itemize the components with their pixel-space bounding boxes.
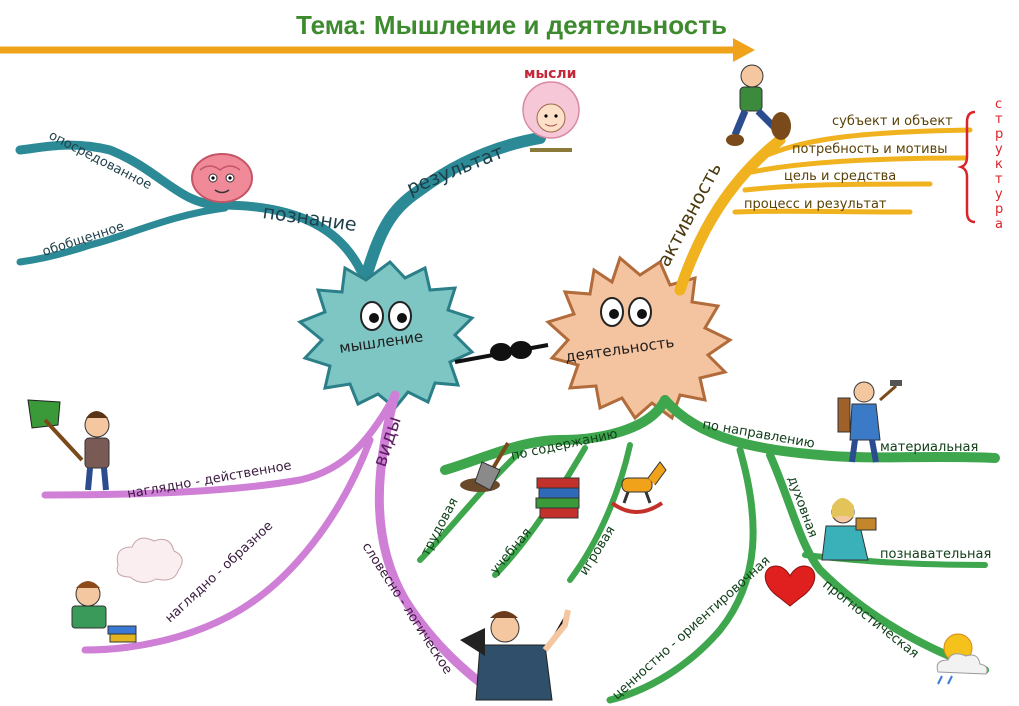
label-labor: трудовая <box>418 495 461 558</box>
label-value-orienting: ценностно - ориентировочная <box>610 553 774 703</box>
thinking-node: мышление <box>297 259 475 411</box>
books-icon <box>535 477 580 519</box>
structure-item-2: потребность и мотивы <box>792 142 948 157</box>
label-by-content: по содержанию <box>510 427 619 464</box>
direction-branches <box>417 395 1000 704</box>
label-result: результат <box>404 141 507 200</box>
structure-bracket <box>957 110 976 224</box>
label-material: материальная <box>880 440 978 455</box>
speaker-megaphone-icon <box>460 609 571 701</box>
girl-reading-icon <box>821 498 877 561</box>
structure-letter: а <box>995 217 1003 232</box>
label-verbal-logical: словесно - логическое <box>359 540 455 677</box>
structure-letter: р <box>995 202 1003 217</box>
structure-letter: с <box>995 97 1002 112</box>
boy-with-shovel-icon <box>27 399 110 491</box>
rocking-horse-icon <box>610 461 667 514</box>
types-branch <box>41 390 495 695</box>
worker-hammer-icon <box>837 380 902 463</box>
label-thoughts: мысли <box>524 66 576 82</box>
label-educational: учебная <box>488 525 535 577</box>
structure-letter: т <box>995 112 1003 127</box>
link-knot <box>454 341 549 364</box>
label-visual-figurative: наглядно - образное <box>162 519 276 626</box>
structure-letter: у <box>995 187 1003 202</box>
boy-reading-icon <box>71 537 183 643</box>
structure-item-4: процесс и результат <box>744 197 887 212</box>
structure-letter: к <box>995 157 1003 172</box>
structure-letter: т <box>995 172 1003 187</box>
heart-icon <box>764 565 816 607</box>
shovel-icon <box>460 441 510 492</box>
thinking-branches <box>15 132 546 286</box>
label-cognitive: познавательная <box>880 547 991 562</box>
structure-letter: р <box>995 127 1003 142</box>
thoughts-head-icon <box>522 81 580 152</box>
structure-letter: у <box>995 142 1003 157</box>
label-cognition: познание <box>261 201 358 236</box>
diagram-title: Тема: Мышление и деятельность <box>296 10 727 40</box>
label-visual-action: наглядно - действенное <box>126 458 293 502</box>
activity-branch <box>674 127 973 296</box>
walking-man-icon <box>726 64 791 146</box>
structure-item-1: субъект и объект <box>832 114 953 129</box>
activity-node: деятельность <box>545 255 733 421</box>
brain-icon <box>191 153 253 203</box>
header-arrow-head <box>733 38 755 62</box>
structure-item-3: цель и средства <box>784 169 896 184</box>
label-prognostic: прогностическая <box>820 577 922 661</box>
sun-cloud-icon <box>936 633 988 685</box>
